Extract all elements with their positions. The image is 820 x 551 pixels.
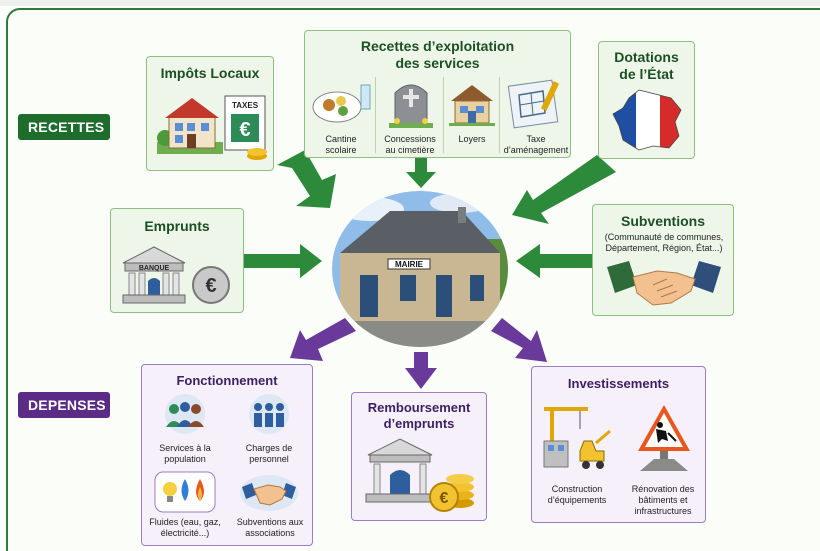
tax-euro-symbol: € xyxy=(239,119,250,141)
impots-locaux-box: Impôts Locaux TAXES € xyxy=(146,56,274,171)
association-handshake-icon xyxy=(238,473,300,513)
incoming-arrows xyxy=(244,150,616,278)
divider xyxy=(375,77,376,153)
investissements-title: Investissements xyxy=(567,376,670,391)
gravestone-icon xyxy=(385,77,437,129)
arrow-dotations xyxy=(512,155,616,224)
france-flag-map-icon xyxy=(609,88,687,154)
tax-document-icon: TAXES € xyxy=(223,94,269,162)
dotations-box: Dotations de l’État xyxy=(598,41,695,159)
roadworks-sign-icon xyxy=(634,401,694,473)
recettes-label: RECETTES xyxy=(18,114,110,140)
blueprint-icon xyxy=(507,75,565,131)
invest-label-renovation-1: Rénovation des xyxy=(631,484,695,494)
dotations-title-1: Dotations xyxy=(614,49,679,65)
arrow-remboursement xyxy=(405,352,437,389)
bank-building-icon: BANQUE xyxy=(119,243,189,307)
service-label-cantine-1: Cantine xyxy=(325,134,357,144)
invest-label-construction-1: Construction xyxy=(551,484,603,494)
impots-locaux-title: Impôts Locaux xyxy=(160,65,260,81)
invest-label-construction-2: d’équipements xyxy=(547,495,607,505)
remboursement-title-1: Remboursement xyxy=(367,400,471,415)
remboursement-box: Remboursement d’emprunts € xyxy=(351,392,487,521)
arrow-fonctionnement xyxy=(290,318,356,361)
arrow-subventions xyxy=(516,244,592,278)
emprunts-box: Emprunts BANQUE € xyxy=(110,208,244,313)
fonct-label-associations-1: Subventions aux xyxy=(236,517,304,527)
service-label-taxe-2: d’aménagement xyxy=(503,145,569,155)
house-icon xyxy=(155,90,225,160)
bank-label: BANQUE xyxy=(139,265,170,272)
services-title-2: des services xyxy=(395,55,480,71)
outgoing-arrows xyxy=(290,318,547,389)
arrow-investissements xyxy=(491,318,547,362)
arrow-emprunts xyxy=(244,244,322,278)
fonctionnement-title: Fonctionnement xyxy=(176,373,278,388)
remboursement-euro-symbol: € xyxy=(440,490,449,507)
dotations-title-2: de l’État xyxy=(619,66,674,82)
fonct-label-population-1: Services à la xyxy=(159,443,211,453)
rental-house-icon xyxy=(447,81,497,127)
service-label-concessions-2: au cimetière xyxy=(385,145,435,155)
invest-label-renovation-2: bâtiments et xyxy=(638,495,688,505)
service-label-cantine-2: scolaire xyxy=(325,145,357,155)
emprunts-euro-symbol: € xyxy=(205,275,216,297)
depenses-label: DEPENSES xyxy=(18,392,110,418)
recettes-services-box: Recettes d’exploitation des services Can… xyxy=(304,30,571,158)
service-label-loyers: Loyers xyxy=(458,134,486,144)
fonct-label-fluides-1: Fluides (eau, gaz, xyxy=(149,517,221,527)
fonct-label-associations-2: associations xyxy=(245,528,295,538)
bank-coins-icon: € xyxy=(364,437,480,515)
meal-plate-icon xyxy=(311,81,373,125)
arrow-impots xyxy=(277,150,336,208)
subventions-title: Subventions xyxy=(620,213,705,229)
arrow-services xyxy=(406,158,436,188)
remboursement-title-2: d’emprunts xyxy=(383,416,455,431)
utilities-icon xyxy=(154,471,216,513)
divider xyxy=(499,77,500,153)
subventions-detail-2: Département, Région, État...) xyxy=(605,243,723,253)
mairie-sign: MAIRIE xyxy=(395,260,424,269)
fonctionnement-box: Fonctionnement Services à la population … xyxy=(141,364,313,546)
services-title-1: Recettes d’exploitation xyxy=(360,38,515,54)
subventions-detail-1: (Communauté de communes, xyxy=(604,232,724,242)
emprunts-title: Emprunts xyxy=(144,218,210,234)
divider xyxy=(443,77,444,153)
subventions-box: Subventions (Communauté de communes, Dép… xyxy=(592,204,734,316)
top-strip xyxy=(0,0,820,6)
population-icon xyxy=(156,393,214,435)
euro-coin-icon: € xyxy=(191,265,231,305)
fonct-label-personnel-1: Charges de xyxy=(245,443,293,453)
handshake-icon xyxy=(607,257,721,313)
fonct-label-fluides-2: électricité...) xyxy=(160,528,210,538)
invest-label-renovation-3: infrastructures xyxy=(634,506,692,516)
service-label-concessions-1: Concessions xyxy=(384,134,436,144)
fonct-label-personnel-2: personnel xyxy=(249,454,289,464)
construction-crane-icon xyxy=(540,401,616,473)
tax-doc-label: TAXES xyxy=(232,101,259,110)
staff-icon xyxy=(240,393,298,435)
investissements-box: Investissements Construction d’équipemen… xyxy=(531,366,706,523)
mairie-photo: MAIRIE xyxy=(330,189,510,349)
service-label-taxe-1: Taxe xyxy=(526,134,546,144)
fonct-label-population-2: population xyxy=(164,454,206,464)
